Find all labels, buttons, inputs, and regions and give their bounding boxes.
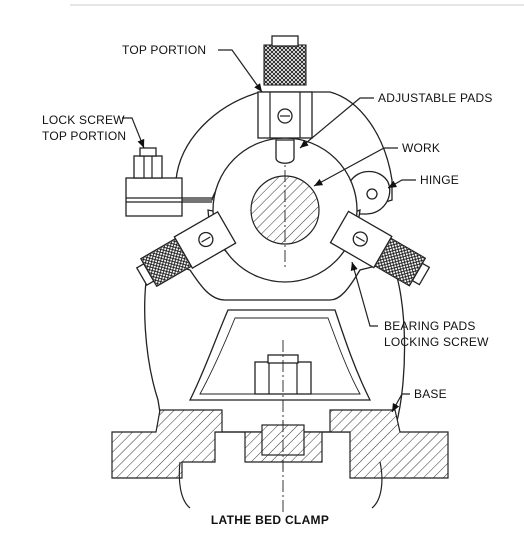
label-bearing-pads-2: LOCKING SCREW bbox=[384, 335, 489, 349]
leader-adjustable-pads bbox=[299, 97, 374, 149]
top-adjusting-screw bbox=[257, 35, 313, 164]
label-bearing-pads-1: BEARING PADS bbox=[384, 319, 476, 333]
label-base: BASE bbox=[414, 387, 447, 401]
lock-screw bbox=[133, 147, 163, 179]
hex-nut bbox=[254, 340, 312, 470]
label-lock-screw-2: TOP PORTION bbox=[42, 129, 126, 143]
lock-screw-ear bbox=[125, 177, 183, 217]
leader-hinge bbox=[387, 179, 416, 189]
work-piece bbox=[212, 137, 358, 283]
label-top-portion: TOP PORTION bbox=[122, 43, 206, 57]
label-work: WORK bbox=[402, 141, 440, 155]
leader-lines bbox=[122, 49, 416, 413]
leader-bearing-pads bbox=[350, 261, 378, 327]
lathe-bed bbox=[111, 409, 449, 512]
diagram-title: LATHE BED CLAMP bbox=[211, 513, 329, 527]
leader-base bbox=[391, 393, 410, 413]
top-pad bbox=[275, 139, 295, 164]
top-knurled-knob bbox=[263, 44, 307, 86]
label-lock-screw-1: LOCK SCREW bbox=[42, 113, 125, 127]
leader-work bbox=[313, 147, 398, 187]
label-adjustable-pads: ADJUSTABLE PADS bbox=[378, 91, 493, 105]
label-hinge: HINGE bbox=[420, 173, 459, 187]
leader-lock-screw bbox=[122, 117, 145, 149]
base-frame bbox=[144, 257, 406, 470]
left-bearing-pad-screw bbox=[135, 211, 237, 288]
right-bearing-pad-screw bbox=[329, 210, 431, 287]
leader-top-portion bbox=[218, 49, 263, 93]
